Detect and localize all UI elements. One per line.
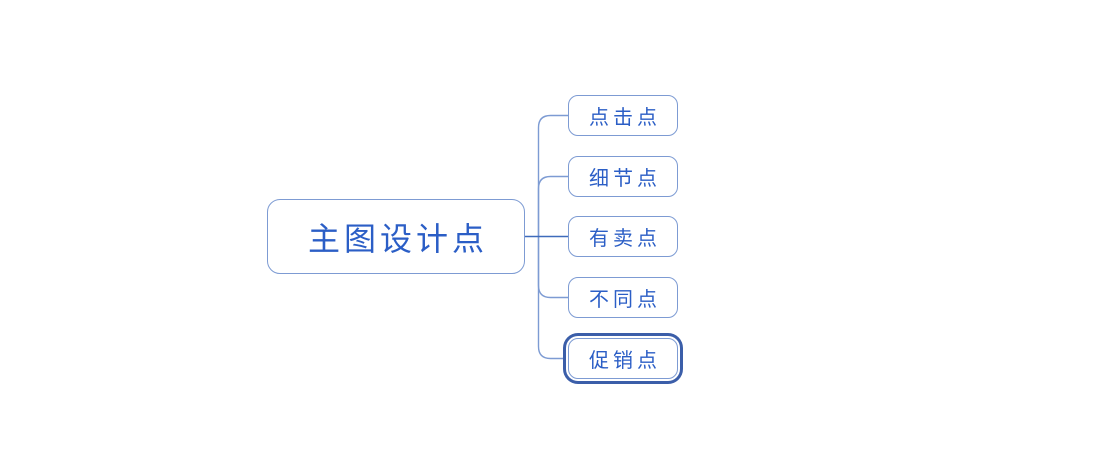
mindmap-node-detail-point[interactable]: 细节点: [568, 156, 678, 197]
mindmap-root-node-main-image-design-points[interactable]: 主图设计点: [267, 199, 525, 274]
mindmap-node-promotion-point[interactable]: 促销点: [568, 338, 678, 379]
connector-branch-4: [537, 236, 568, 299]
mindmap-node-click-point[interactable]: 点击点: [568, 95, 678, 136]
connector-branch-1: [537, 114, 568, 237]
connector-branch-2: [537, 175, 568, 237]
connector-branch-5: [537, 236, 568, 360]
mindmap-node-selling-point[interactable]: 有卖点: [568, 216, 678, 257]
mindmap-node-difference-point[interactable]: 不同点: [568, 277, 678, 318]
